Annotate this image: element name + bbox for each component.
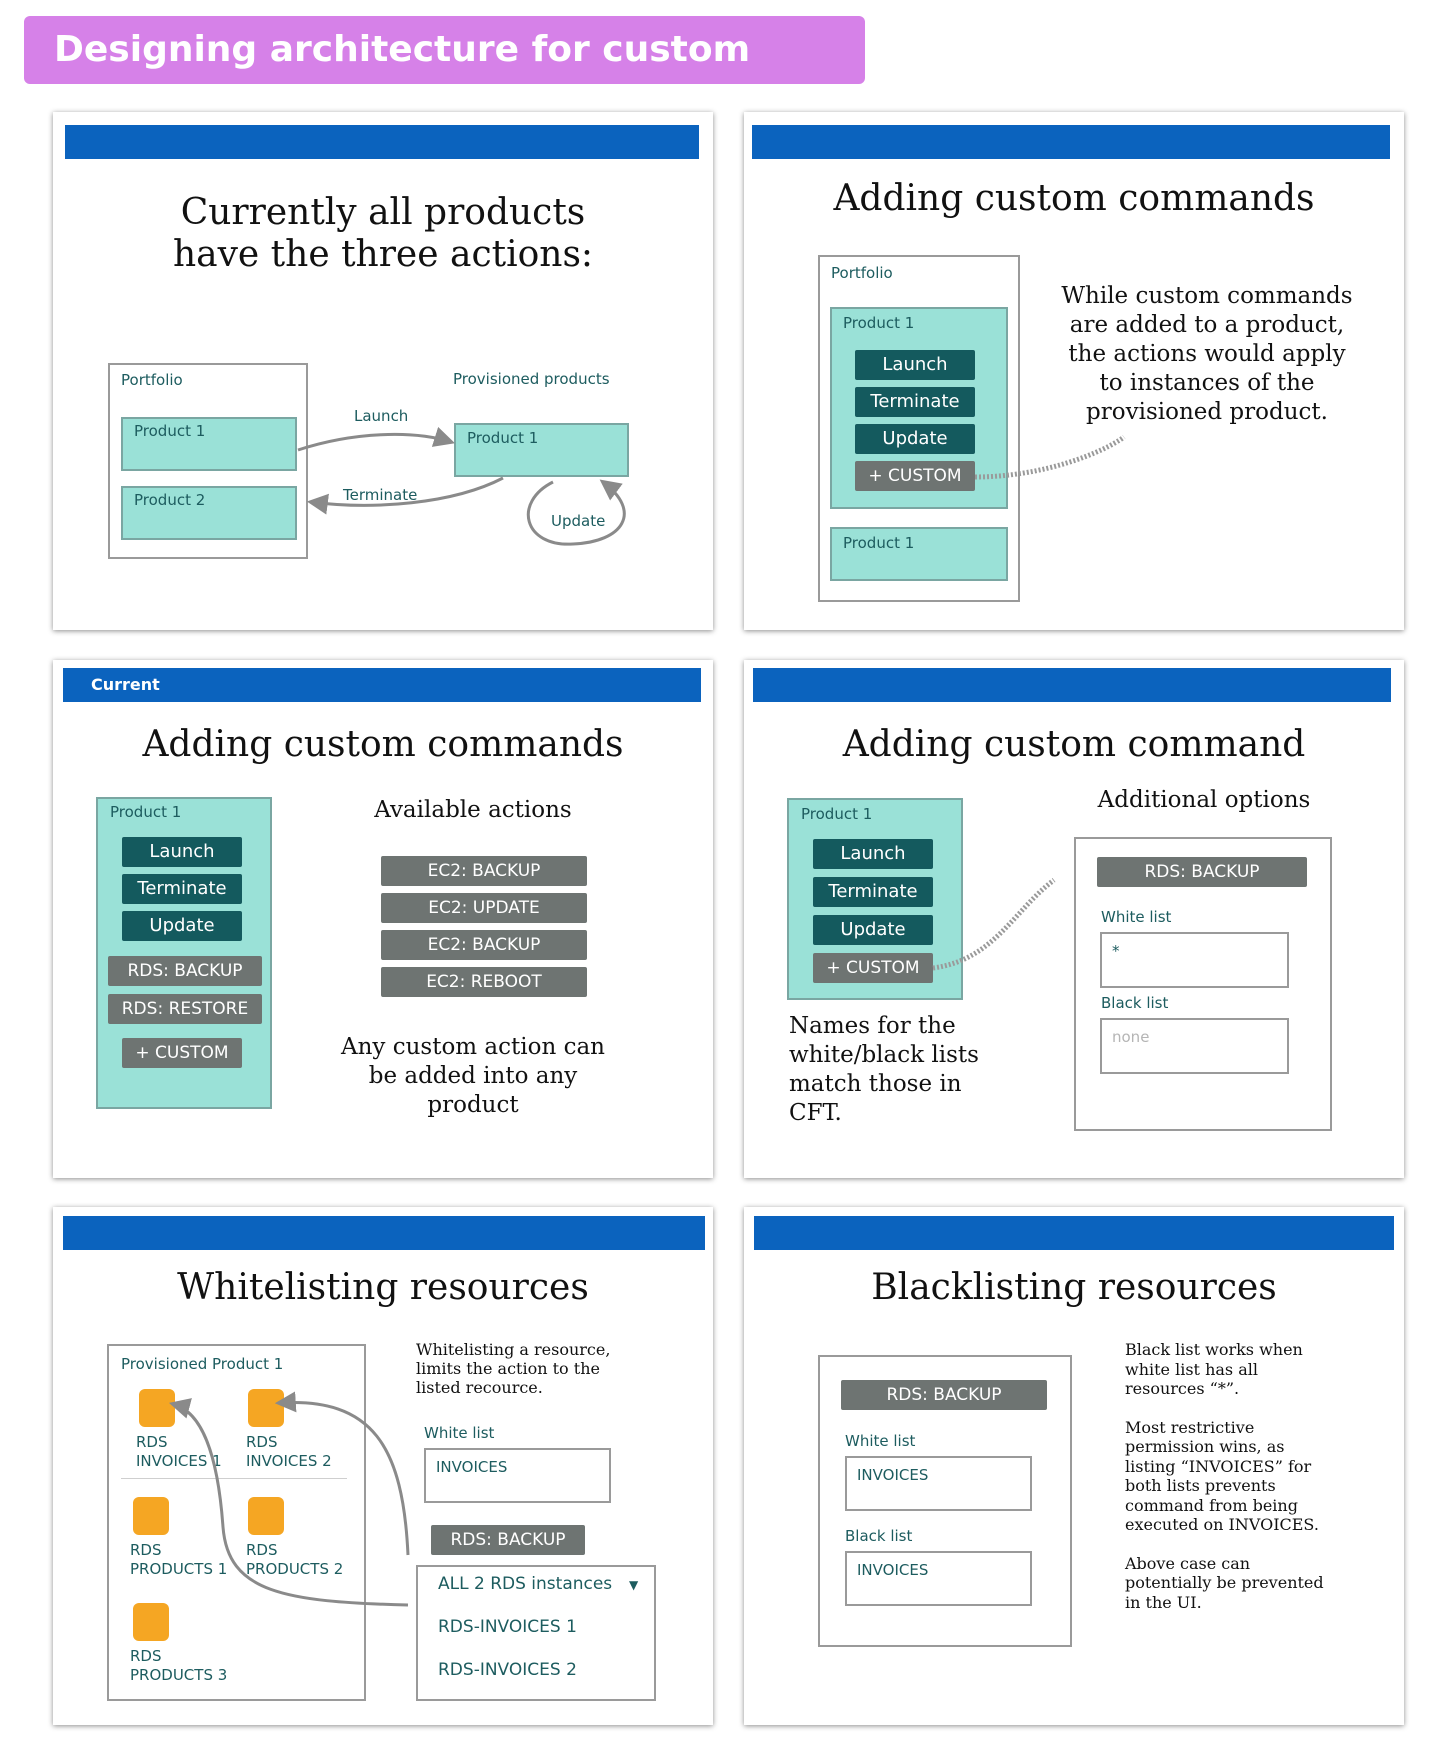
slide-header-bar: Current [63,668,701,702]
instance-dropdown[interactable] [416,1565,656,1701]
rds-products3-icon[interactable] [133,1603,169,1641]
provisioned-product-label: Provisioned Product 1 [121,1355,284,1373]
slide-current-custom-commands: Current Adding custom commands Product 1… [53,660,713,1178]
slide-header-bar [63,1216,705,1250]
available-actions-label: Available actions [374,797,572,823]
rds-restore-button[interactable]: RDS: RESTORE [108,994,262,1024]
rds-backup-button[interactable]: RDS: BACKUP [108,956,262,986]
launch-button[interactable]: Launch [855,350,975,380]
update-action-label: Update [551,512,606,530]
custom-button[interactable]: + CUSTOM [122,1038,242,1068]
slide-title: Adding custom commands [142,724,624,765]
lifecycle-arrows [297,426,626,546]
portfolio-label: Portfolio [831,264,893,282]
slide-title: Whitelisting resources [177,1267,589,1308]
slide-title-line2: have the three actions: [172,234,594,275]
white-list-label: White list [424,1424,495,1442]
custom-button[interactable]: + CUSTOM [855,461,975,491]
slide-whitelisting-resources: Whitelisting resources Provisioned Produ… [53,1207,713,1725]
terminate-button[interactable]: Terminate [813,877,933,907]
update-button[interactable]: Update [813,915,933,945]
launch-action-label: Launch [354,407,409,425]
whitelist-arrows [168,1391,410,1607]
white-list-input[interactable]: INVOICES [845,1456,1032,1511]
terminate-action-label: Terminate [343,486,418,504]
slide-title-line1: Currently all products [180,192,586,233]
black-list-label: Black list [845,1527,913,1545]
available-action[interactable]: EC2: BACKUP [381,930,587,960]
slide-title: Blacklisting resources [871,1267,1277,1308]
update-button[interactable]: Update [122,911,242,941]
rds-products1-icon[interactable] [133,1497,169,1535]
black-list-input[interactable]: none [1100,1018,1289,1074]
slide-header-bar [754,1216,1394,1250]
product-label: Product 2 [134,491,206,509]
black-list-label: Black list [1101,994,1169,1012]
rds-backup-action[interactable]: RDS: BACKUP [431,1525,585,1555]
available-action[interactable]: EC2: UPDATE [381,893,587,923]
product-card[interactable] [121,417,297,471]
slide-header-bar [753,668,1391,702]
product-label: Product 1 [110,803,182,821]
dotted-connector [974,434,1126,480]
additional-options-label: Additional options [1097,787,1311,813]
product-label: Product 1 [801,805,873,823]
white-list-label: White list [845,1432,916,1450]
white-list-label: White list [1101,908,1172,926]
divider [121,1478,347,1479]
provisioned-products-label: Provisioned products [453,370,610,388]
slide-adding-custom-commands: Adding custom commands Portfolio Product… [744,112,1404,630]
slide-current-actions: Currently all products have the three ac… [53,112,713,630]
available-action[interactable]: EC2: BACKUP [381,856,587,886]
white-list-input[interactable]: INVOICES [424,1448,611,1503]
terminate-button[interactable]: Terminate [855,387,975,417]
rds-products2-icon[interactable] [248,1497,284,1535]
slide-title: Adding custom command [842,724,1306,765]
rds-backup-action[interactable]: RDS: BACKUP [841,1380,1047,1410]
page-banner-title: Designing architecture for custom action… [24,16,865,138]
portfolio-label: Portfolio [121,371,183,389]
update-button[interactable]: Update [855,424,975,454]
custom-button[interactable]: + CUSTOM [813,953,933,983]
product-label: Product 1 [134,422,206,440]
dropdown-selected[interactable]: ALL 2 RDS instances [438,1574,613,1594]
slide-blacklisting-resources: Blacklisting resources RDS: BACKUP White… [744,1207,1404,1725]
slide-adding-custom-command: Adding custom command Product 1 Launch T… [744,660,1404,1178]
product-card[interactable] [121,486,297,540]
dropdown-option[interactable]: RDS-INVOICES 1 [438,1617,577,1637]
slide-header-bar [65,125,699,159]
terminate-button[interactable]: Terminate [122,874,242,904]
black-list-input[interactable]: INVOICES [845,1551,1032,1606]
launch-button[interactable]: Launch [122,837,242,867]
white-list-input[interactable]: * [1100,932,1289,988]
rds-backup-action[interactable]: RDS: BACKUP [1097,857,1307,887]
dropdown-option[interactable]: RDS-INVOICES 2 [438,1660,577,1680]
slide-title: Adding custom commands [833,178,1315,219]
provisioned-product-card[interactable] [454,423,629,477]
product-label: Product 1 [467,429,539,447]
product-label: Product 1 [843,534,915,552]
available-action[interactable]: EC2: REBOOT [381,967,587,997]
product-label: Product 1 [843,314,915,332]
product-card[interactable] [830,527,1008,581]
whitelisting-note: Whitelisting a resource,limits the actio… [416,1340,611,1397]
chevron-down-icon[interactable]: ▼ [629,1578,639,1592]
slide-header-bar [752,125,1390,159]
launch-button[interactable]: Launch [813,839,933,869]
